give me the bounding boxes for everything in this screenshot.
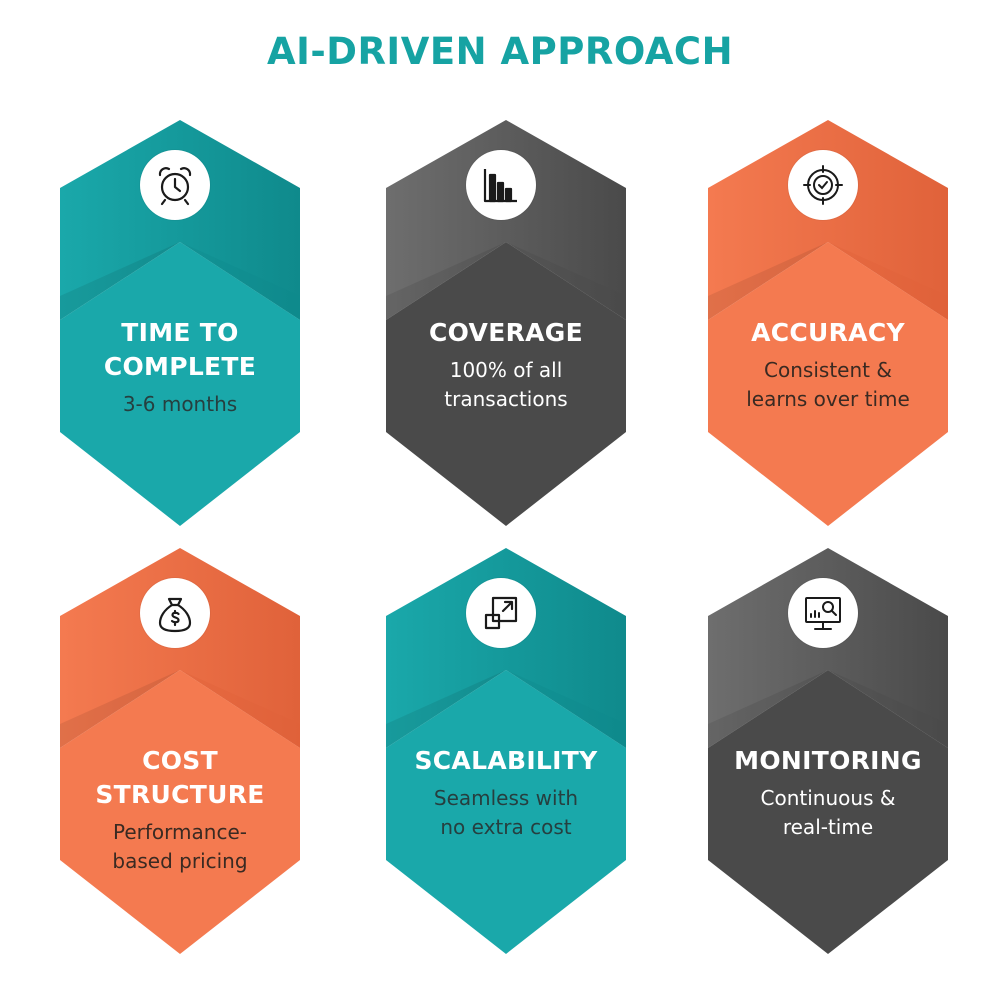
card-heading-line: COST	[142, 746, 218, 775]
card-text: TIME TO COMPLETE 3-6 months	[70, 316, 290, 419]
card-heading: MONITORING	[718, 744, 938, 778]
money-bag-icon	[153, 591, 197, 635]
card-heading-line: ACCURACY	[751, 318, 905, 347]
card-accuracy: ACCURACY Consistent & learns over time	[708, 120, 948, 526]
card-text: MONITORING Continuous & real-time	[718, 744, 938, 842]
icon-badge	[466, 150, 536, 220]
card-heading: COST STRUCTURE	[70, 744, 290, 812]
card-text: COVERAGE 100% of all transactions	[396, 316, 616, 414]
card-description: Seamless with no extra cost	[396, 784, 616, 842]
card-description-line: Seamless with	[433, 786, 579, 810]
card-description-line: 3-6 months	[122, 392, 238, 416]
card-heading-line: COMPLETE	[103, 352, 257, 381]
card-description: Consistent & learns over time	[718, 356, 938, 414]
alarm-clock-icon	[153, 163, 197, 207]
card-description: 100% of all transactions	[396, 356, 616, 414]
page-title: AI-DRIVEN APPROACH	[266, 30, 734, 73]
card-description: Performance-based pricing	[70, 818, 290, 876]
icon-badge	[140, 578, 210, 648]
bar-chart-icon	[479, 163, 523, 207]
card-time-to-complete: TIME TO COMPLETE 3-6 months	[60, 120, 300, 526]
card-description-line: Continuous &	[760, 786, 896, 810]
card-heading-line: STRUCTURE	[95, 780, 265, 809]
card-heading-line: SCALABILITY	[414, 746, 598, 775]
card-text: ACCURACY Consistent & learns over time	[718, 316, 938, 414]
card-description-line: transactions	[444, 387, 568, 411]
card-heading: TIME TO COMPLETE	[70, 316, 290, 384]
card-description-line: Performance-	[113, 820, 247, 844]
card-cost-structure: COST STRUCTURE Performance-based pricing	[60, 548, 300, 954]
card-description-line: based pricing	[112, 849, 248, 873]
card-description-line: real-time	[782, 815, 874, 839]
card-text: SCALABILITY Seamless with no extra cost	[396, 744, 616, 842]
card-heading: ACCURACY	[718, 316, 938, 350]
card-coverage: COVERAGE 100% of all transactions	[386, 120, 626, 526]
card-heading-line: COVERAGE	[429, 318, 583, 347]
card-heading: SCALABILITY	[396, 744, 616, 778]
icon-badge	[466, 578, 536, 648]
card-description-line: 100% of all	[449, 358, 563, 382]
card-description: Continuous & real-time	[718, 784, 938, 842]
scale-up-icon	[479, 591, 523, 635]
card-description-line: learns over time	[746, 387, 910, 411]
card-text: COST STRUCTURE Performance-based pricing	[70, 744, 290, 876]
card-description: 3-6 months	[70, 390, 290, 419]
icon-badge	[140, 150, 210, 220]
card-scalability: SCALABILITY Seamless with no extra cost	[386, 548, 626, 954]
card-description-line: no extra cost	[440, 815, 572, 839]
card-description-line: Consistent &	[764, 358, 892, 382]
card-heading: COVERAGE	[396, 316, 616, 350]
icon-badge	[788, 150, 858, 220]
monitor-analytics-icon	[801, 591, 845, 635]
card-heading-line: TIME TO	[121, 318, 239, 347]
card-heading-line: MONITORING	[734, 746, 922, 775]
icon-badge	[788, 578, 858, 648]
target-check-icon	[801, 163, 845, 207]
card-monitoring: MONITORING Continuous & real-time	[708, 548, 948, 954]
